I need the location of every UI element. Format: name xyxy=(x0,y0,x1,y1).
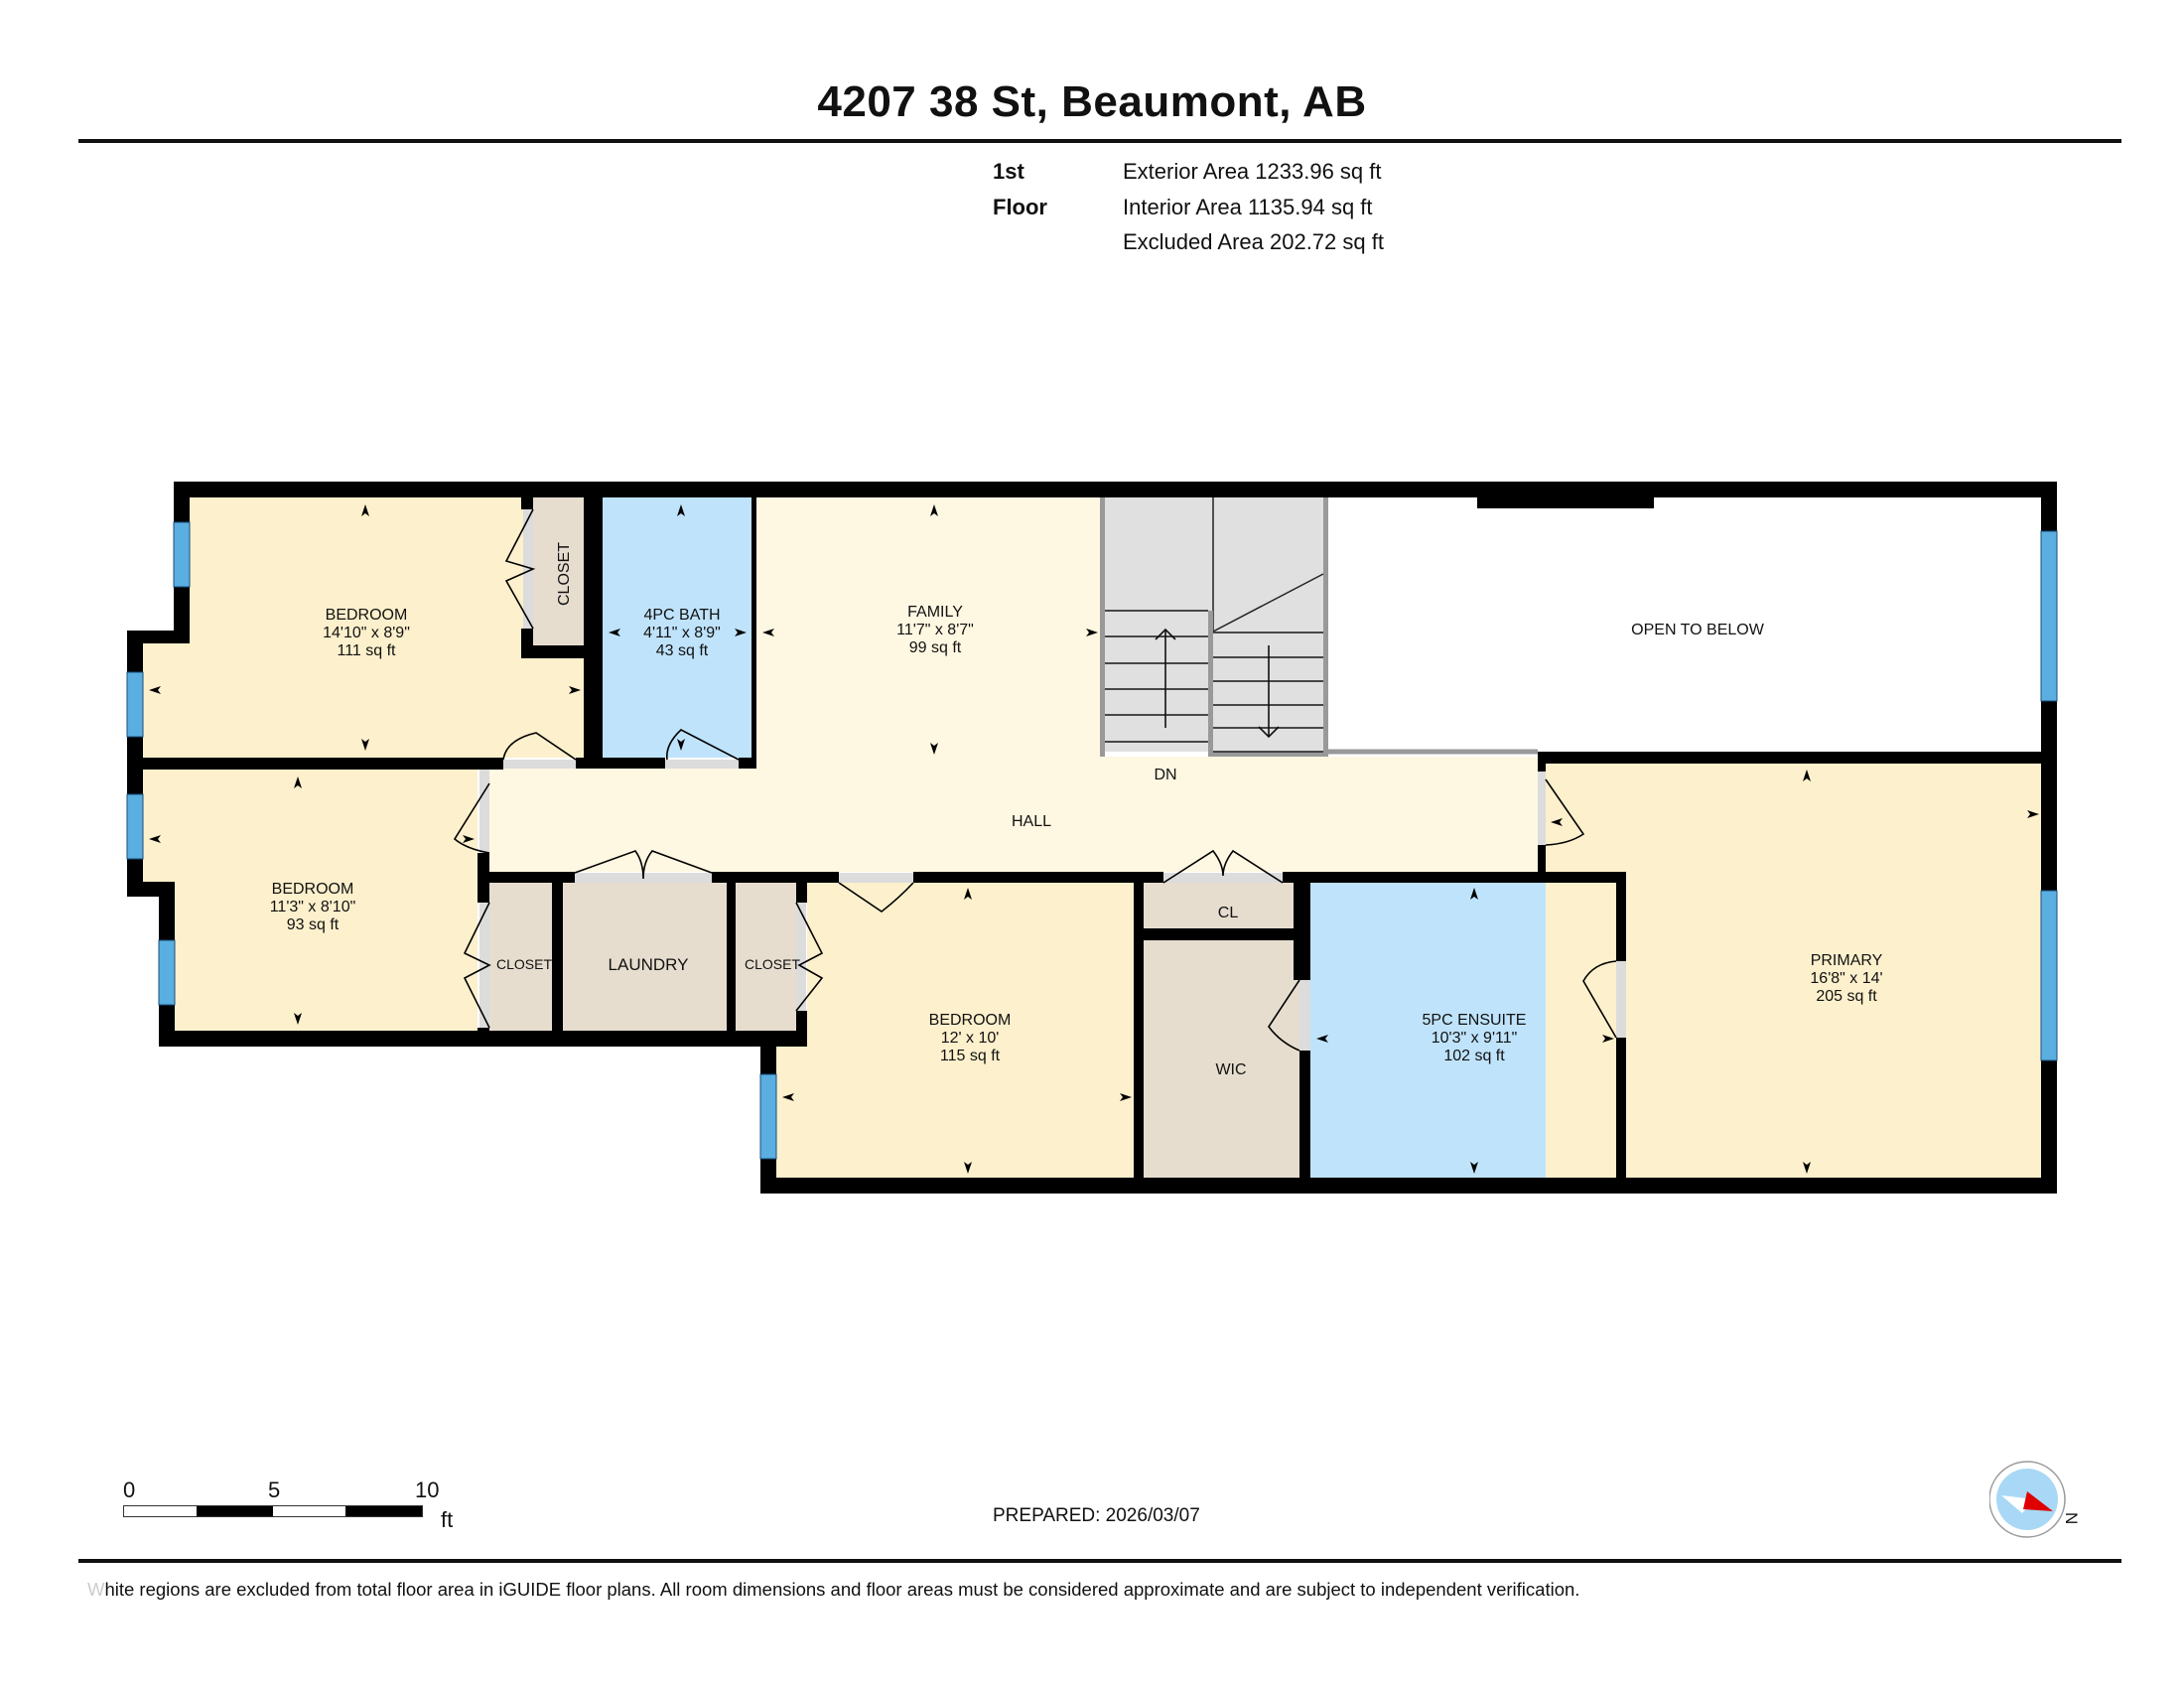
cl-fill xyxy=(1144,882,1294,928)
scale-bar-graphic xyxy=(123,1505,423,1517)
closet-3-label: CLOSET xyxy=(745,956,800,972)
room-fills xyxy=(143,497,2041,1178)
cl-label: CL xyxy=(1218,905,1239,921)
closet-3-fill xyxy=(736,883,796,1031)
bedroom-3-fill xyxy=(776,883,1134,1178)
room-labels: BEDROOM 14'10" x 8'9" 111 sq ft CLOSET 4… xyxy=(270,542,1883,1078)
compass-icon: N xyxy=(1988,1461,2081,1538)
bedroom-3-name: BEDROOM xyxy=(929,1012,1012,1029)
disclaimer-text: hite regions are excluded from total flo… xyxy=(104,1579,1580,1600)
laundry-label: LAUNDRY xyxy=(609,955,689,974)
family-area: 99 sq ft xyxy=(909,639,962,656)
bedroom-1-name: BEDROOM xyxy=(326,607,408,624)
bath-dims: 4'11" x 8'9" xyxy=(643,625,721,641)
compass-north-label: N xyxy=(2062,1512,2081,1524)
bedroom-1-fill xyxy=(143,497,584,758)
excluded-area: Excluded Area 202.72 sq ft xyxy=(1123,229,1384,254)
closet-2-label: CLOSET xyxy=(496,956,552,972)
ensuite-name: 5PC ENSUITE xyxy=(1423,1012,1527,1029)
primary-area: 205 sq ft xyxy=(1816,988,1877,1005)
exterior-area: Exterior Area 1233.96 sq ft xyxy=(1123,159,1382,184)
hall-label: HALL xyxy=(1012,813,1051,830)
stair-arrows xyxy=(1155,628,1280,739)
header-divider xyxy=(78,139,2121,143)
family-dims: 11'7" x 8'7" xyxy=(896,622,974,638)
door-swings xyxy=(453,508,1617,1052)
primary-name: PRIMARY xyxy=(1811,952,1883,969)
ensuite-area: 102 sq ft xyxy=(1443,1048,1505,1064)
scale-unit: ft xyxy=(441,1507,454,1532)
bedroom-1-dims: 14'10" x 8'9" xyxy=(323,625,410,641)
open-to-below-label: OPEN TO BELOW xyxy=(1631,622,1765,638)
staircase xyxy=(1100,497,1328,757)
bath-name: 4PC BATH xyxy=(643,607,720,624)
wic-label: WIC xyxy=(1215,1061,1246,1078)
family-name: FAMILY xyxy=(907,604,963,621)
prepared-date: PREPARED: 2026/03/07 xyxy=(993,1505,1200,1526)
compass: N xyxy=(1988,1460,2089,1539)
scale-bar: 0 5 10 ft xyxy=(123,1477,461,1537)
floor-label: 1st Floor xyxy=(993,159,1047,219)
scale-tick-0: 0 xyxy=(123,1477,136,1502)
footer-divider xyxy=(78,1559,2121,1563)
bedroom-3-area: 115 sq ft xyxy=(940,1048,1001,1064)
ensuite-dims: 10'3" x 9'11" xyxy=(1432,1030,1518,1047)
laundry-fill xyxy=(563,883,727,1031)
dimension-arrows xyxy=(149,504,2039,1174)
primary-dims: 16'8" x 14' xyxy=(1810,970,1882,987)
bedroom-2-name: BEDROOM xyxy=(272,881,354,898)
scale-tick-5: 5 xyxy=(268,1477,281,1502)
bedroom-2-area: 93 sq ft xyxy=(287,916,340,933)
interior-area: Interior Area 1135.94 sq ft xyxy=(1123,194,1373,219)
bedroom-2-fill xyxy=(143,770,478,1031)
stairs-dn-label: DN xyxy=(1154,767,1176,783)
disclaimer: White regions are excluded from total fl… xyxy=(87,1579,1579,1601)
primary-fill xyxy=(1546,764,2041,1178)
page-title: 4207 38 St, Beaumont, AB xyxy=(817,77,1367,126)
bath-fill xyxy=(603,497,751,758)
bedroom-2-dims: 11'3" x 8'10" xyxy=(270,899,356,915)
walls xyxy=(127,482,2057,1194)
windows xyxy=(126,521,2058,1160)
disclaimer-first-letter: W xyxy=(87,1579,105,1600)
closet-1-label: CLOSET xyxy=(556,542,573,606)
bedroom-3-dims: 12' x 10' xyxy=(941,1030,1000,1047)
closet-1-fill xyxy=(533,497,584,645)
bedroom-1-area: 111 sq ft xyxy=(338,642,397,659)
wic-fill xyxy=(1144,940,1299,1178)
stairs-fill xyxy=(1105,497,1323,752)
bath-area: 43 sq ft xyxy=(656,642,709,659)
closet-2-fill xyxy=(489,883,552,1031)
hall-family-fill xyxy=(489,497,1538,872)
scale-tick-10: 10 xyxy=(415,1477,440,1502)
